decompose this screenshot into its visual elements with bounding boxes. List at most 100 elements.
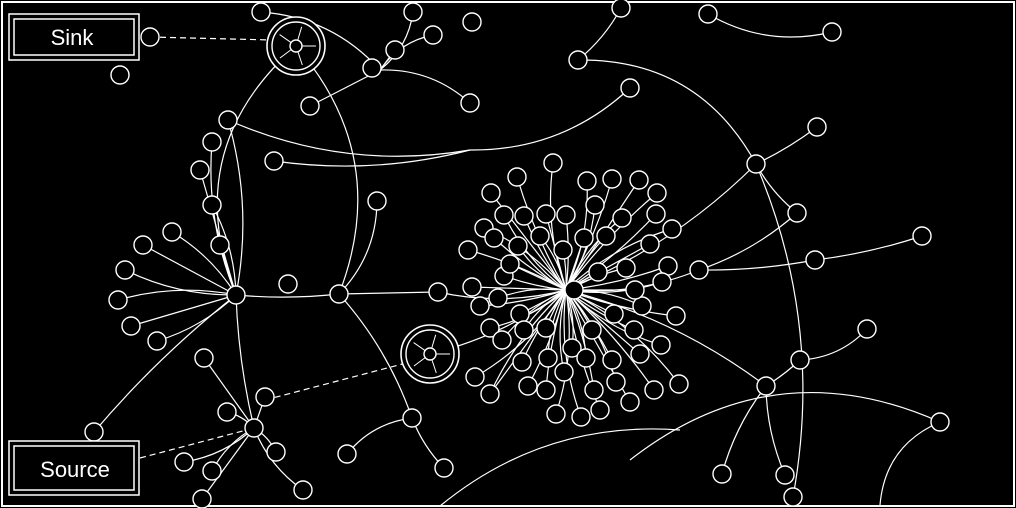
node-39 [434,458,454,478]
node-113 [484,228,504,248]
source-hub-inner [405,329,455,379]
node-30 [266,442,286,462]
edge-72 [156,294,237,342]
node-20 [147,331,167,351]
node-104 [632,296,652,316]
edge-83 [183,427,255,463]
node-81 [512,352,532,372]
node-64 [662,219,682,239]
edge-119 [235,294,255,429]
edge-69 [124,269,237,296]
edge-116 [755,163,804,498]
node-36 [194,348,214,368]
node-96 [536,318,556,338]
node-68 [616,258,636,278]
edge-93 [235,293,340,298]
node-63 [647,183,667,203]
node-46 [746,154,766,174]
node-77 [462,277,482,297]
node-16 [133,235,153,255]
node-78 [470,296,490,316]
node-121 [646,204,666,224]
node-92 [604,304,624,324]
node-72 [536,204,556,224]
node-28 [255,387,275,407]
node-41 [620,78,640,98]
node-22 [278,274,298,294]
node-95 [538,348,558,368]
node-2 [251,2,271,22]
node-110 [554,362,574,382]
node-57 [481,183,501,203]
node-70 [585,195,605,215]
source-label: Source [40,457,110,482]
node-40 [568,50,588,70]
edge-99 [346,417,413,455]
node-55 [783,487,803,507]
node-44 [822,22,842,42]
source-hub-spoke-4 [431,334,437,349]
edge-118 [273,149,471,167]
node-119 [606,372,626,392]
node-layer [84,0,950,508]
node-53 [712,464,732,484]
edge-114 [698,212,798,271]
node-117 [588,262,608,282]
node-112 [500,254,520,274]
node-116 [564,280,584,300]
source-hub-spoke-1 [431,359,437,374]
edge-106 [469,87,631,151]
node-65 [689,260,709,280]
node-5 [385,40,405,60]
edge-71 [130,294,237,327]
node-111 [536,380,556,400]
node-27 [217,402,237,422]
node-62 [629,170,649,190]
node-9 [460,93,480,113]
edge-111 [799,328,868,361]
edge-125 [439,428,681,507]
edge-117 [227,119,471,157]
source-label-box: Source [8,440,140,496]
edge-112 [814,235,923,261]
node-17 [115,260,135,280]
node-1 [110,65,130,85]
node-43 [698,4,718,24]
edge-97 [338,293,413,419]
sink-hub-core [289,39,303,53]
sink-hub-spoke-2 [279,49,292,59]
node-23 [329,284,349,304]
node-21 [226,285,246,305]
node-32 [192,489,212,508]
node-118 [584,380,604,400]
edge-68 [142,244,237,296]
node-94 [562,338,582,358]
edge-105 [577,7,622,61]
node-102 [574,228,594,248]
edge-70 [117,289,237,301]
edge-110 [765,385,786,476]
node-34 [202,461,222,481]
edge-120 [216,45,297,296]
node-61 [602,169,622,189]
node-33 [174,452,194,472]
sink-hub-spoke-1 [297,51,303,66]
edge-95 [338,200,378,295]
node-42 [611,0,631,18]
edge-96 [93,294,237,433]
edge-107 [707,13,833,38]
node-88 [644,380,664,400]
node-13 [202,195,222,215]
node-25 [367,191,387,211]
node-90 [651,335,671,355]
edge-31 [565,289,631,403]
node-50 [857,319,877,339]
node-6 [423,25,443,45]
node-69 [612,208,632,228]
node-115 [488,288,508,308]
node-106 [666,306,686,326]
node-114 [465,367,485,387]
